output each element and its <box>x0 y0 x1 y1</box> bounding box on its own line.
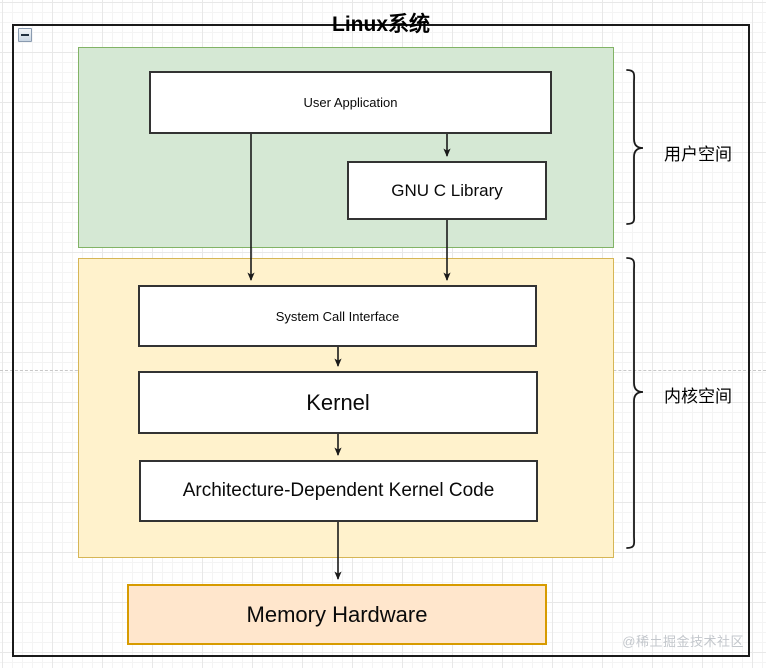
node-gnu-c-library[interactable]: GNU C Library <box>347 161 547 220</box>
watermark: @稀土掘金技术社区 <box>622 634 744 649</box>
node-label: Memory Hardware <box>246 601 428 627</box>
zone-label-kernel-space: 内核空间 <box>664 387 732 406</box>
node-label: GNU C Library <box>391 180 503 200</box>
collapse-minus-icon[interactable] <box>18 28 32 42</box>
node-user-application[interactable]: User Application <box>149 71 552 134</box>
diagram-title-wrap: Linux系统 <box>12 10 750 38</box>
node-arch-dependent-kernel-code[interactable]: Architecture-Dependent Kernel Code <box>139 460 538 522</box>
minus-glyph <box>21 34 29 36</box>
node-label: Architecture-Dependent Kernel Code <box>182 480 495 501</box>
zone-label-user-space: 用户空间 <box>664 145 732 164</box>
linux-system-container[interactable] <box>12 24 750 657</box>
node-label: Kernel <box>306 389 370 415</box>
node-label: User Application <box>303 95 398 110</box>
node-system-call-interface[interactable]: System Call Interface <box>138 285 537 347</box>
page-title: Linux系统 <box>332 12 430 36</box>
node-memory-hardware[interactable]: Memory Hardware <box>127 584 547 645</box>
node-kernel[interactable]: Kernel <box>138 371 538 434</box>
node-label: System Call Interface <box>275 308 400 324</box>
